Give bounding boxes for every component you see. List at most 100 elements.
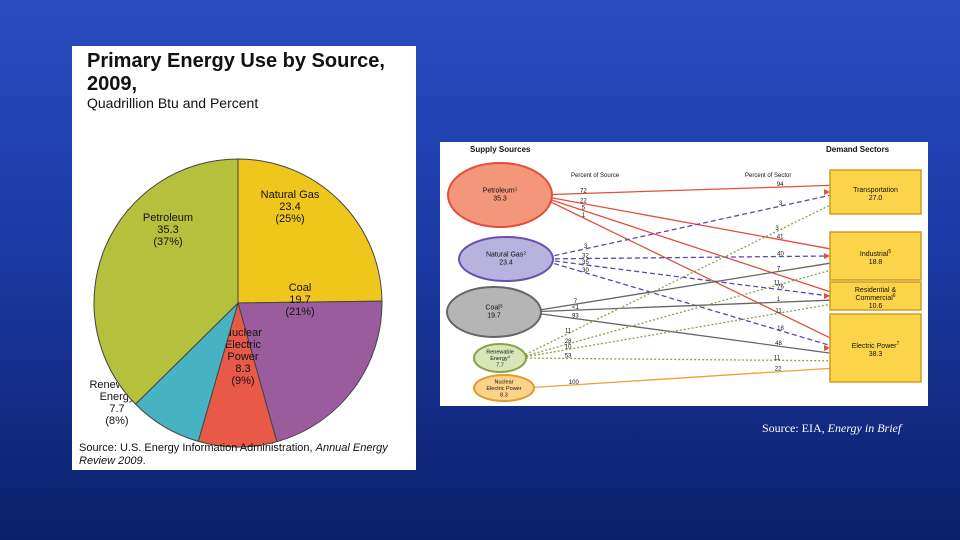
pie-label-coal-name-0: Coal — [289, 282, 312, 294]
flow-pct-sector-3: 1 — [778, 309, 782, 315]
pie-source-prefix: Source: U.S. Energy Information Administ… — [79, 442, 316, 454]
flow-line-renewable-to-sector-1 — [518, 269, 831, 359]
flow-line-nuclear-to-sector-3 — [524, 367, 831, 389]
pie-slice-natural-gas — [237, 158, 383, 304]
pie-label-natural-gas-percent: (25%) — [275, 213, 304, 225]
pie-label-nuclear-electric-power-percent: (9%) — [231, 375, 254, 387]
pie-label-coal-percent: (21%) — [285, 306, 314, 318]
supply-node-nuclear-electric-power-name-0: Nuclear — [495, 380, 514, 386]
pie-label-natural-gas-name-0: Natural Gas — [261, 189, 320, 201]
flow-line-gas-to-sector-2 — [538, 258, 831, 297]
flow-line-coal-to-sector-2 — [526, 299, 831, 313]
flow-pct-source-13: 10 — [565, 344, 572, 350]
flow-pct-sector-15: 22 — [775, 367, 782, 373]
supply-node-natural-gas-name-0: Natural Gas2 — [486, 250, 526, 259]
flow-pct-sector-12: 11 — [774, 280, 781, 286]
flow-pct-source-8: 7 — [574, 299, 578, 305]
right-axis-label: Percent of Sector — [745, 173, 791, 179]
left-axis-label: Percent of Source — [571, 173, 620, 179]
flow-pct-source-15: 100 — [569, 380, 580, 386]
demand-node-residential-commercial — [829, 281, 922, 311]
pie-label-petroleum-value: 35.3 — [157, 224, 178, 236]
flow-pct-source-9: <1 — [572, 305, 580, 311]
flow-line-renewable-to-sector-0 — [517, 204, 831, 359]
flow-pct-source-0: 72 — [580, 189, 587, 195]
flow-arrowhead-sector-0 — [824, 189, 830, 195]
flow-pct-sector-7: 18 — [777, 326, 784, 332]
supply-node-petroleum — [447, 162, 553, 228]
supply-node-petroleum-value: 35.3 — [493, 196, 507, 203]
flow-pct-sector-6: 76 — [777, 285, 784, 291]
flow-line-petroleum-to-sector-2 — [536, 194, 831, 293]
pie-chart-source: Source: U.S. Energy Information Administ… — [79, 442, 409, 468]
flow-pct-sector-0: 94 — [777, 182, 784, 188]
flow-pct-sector-4: 3 — [779, 201, 783, 207]
pie-label-nuclear-electric-power-value: 8.3 — [235, 363, 250, 375]
pie-slice-petroleum — [93, 158, 239, 405]
demand-sectors-title: Demand Sectors — [826, 145, 890, 154]
flow-line-coal-to-sector-3 — [526, 311, 831, 354]
demand-node-industrial-value: 18.8 — [869, 259, 883, 266]
flow-line-petroleum-to-sector-1 — [536, 194, 831, 250]
flow-pct-source-1: 22 — [580, 199, 587, 205]
flow-line-gas-to-sector-0 — [538, 194, 831, 260]
supply-node-renewable-energy-name-0: Renewable — [486, 350, 514, 356]
pie-label-coal-value: 19.7 — [289, 294, 310, 306]
demand-node-electric-power-value: 38.3 — [869, 351, 883, 358]
demand-node-industrial-name-0: Industrial5 — [860, 249, 891, 258]
demand-node-residential-commercial-value: 10.6 — [869, 303, 883, 310]
pie-label-natural-gas-value: 23.4 — [279, 201, 300, 213]
supply-node-natural-gas — [458, 236, 554, 282]
flow-line-coal-to-sector-1 — [526, 262, 831, 313]
flow-pct-source-14: 53 — [565, 353, 572, 359]
supply-node-natural-gas-value: 23.4 — [499, 260, 513, 267]
footer-source-italic: Energy in Brief — [827, 421, 902, 435]
pie-slice-coal — [237, 300, 383, 443]
supply-node-coal-name-0: Coal3 — [485, 303, 502, 312]
flow-pct-source-3: 1 — [582, 213, 586, 219]
pie-chart-title: Primary Energy Use by Source, 2009, — [87, 50, 385, 95]
flow-arrowhead-sector-2 — [824, 293, 830, 299]
demand-node-electric-power — [829, 313, 922, 383]
pie-label-nuclear-electric-power-name-2: Power — [227, 351, 259, 363]
demand-node-residential-commercial-name-1: Commercial6 — [855, 293, 895, 302]
supply-node-coal — [446, 286, 542, 338]
flow-line-gas-to-sector-1 — [538, 255, 831, 260]
flow-pct-source-7: 30 — [582, 268, 589, 274]
flow-pct-sector-11: 3 — [775, 226, 779, 232]
demand-node-transportation-value: 27.0 — [869, 195, 883, 202]
flow-pct-source-12: 28 — [565, 339, 572, 345]
flow-pct-sector-13: 1 — [775, 309, 779, 315]
flow-line-renewable-to-sector-2 — [518, 303, 831, 359]
flow-pct-sector-1: 41 — [777, 235, 784, 241]
demand-node-transportation-name-0: Transportation — [853, 187, 898, 194]
footer-source-prefix: Source: EIA, — [762, 421, 828, 435]
pie-source-italic: Annual Energy Review 2009 — [79, 442, 388, 467]
flow-pct-source-10: 93 — [572, 314, 579, 320]
demand-node-residential-commercial-name-0: Residential & — [855, 287, 897, 294]
pie-label-renewable-energy-value: 7.7 — [109, 403, 124, 415]
flow-line-gas-to-sector-3 — [538, 258, 831, 347]
flow-pct-source-4: 3 — [584, 244, 588, 250]
pie-label-nuclear-electric-power-name-0: Nuclear — [224, 327, 262, 339]
pie-label-renewable-energy-percent: (8%) — [105, 415, 128, 427]
supply-node-renewable-energy-value: 7.7 — [496, 363, 504, 369]
supply-node-renewable-energy — [473, 343, 527, 373]
flow-pct-sector-9: 1 — [777, 297, 781, 303]
flow-pct-sector-14: 11 — [774, 355, 781, 361]
supply-node-petroleum-name-0: Petroleum1 — [483, 186, 518, 195]
supply-node-nuclear-electric-power-name-1: Electric Power — [486, 386, 521, 392]
footer-source-note: Source: EIA, Energy in Brief — [762, 421, 901, 436]
supply-node-coal-value: 19.7 — [487, 313, 501, 320]
flow-arrowhead-sector-1 — [824, 253, 830, 259]
flow-pct-sector-5: 40 — [777, 252, 784, 258]
pie-label-petroleum-name-0: Petroleum — [143, 212, 193, 224]
flow-pct-source-11: 11 — [565, 329, 572, 335]
flow-arrowhead-sector-3 — [824, 345, 830, 351]
pie-label-petroleum-percent: (37%) — [153, 236, 182, 248]
flow-pct-sector-8: 7 — [777, 267, 781, 273]
